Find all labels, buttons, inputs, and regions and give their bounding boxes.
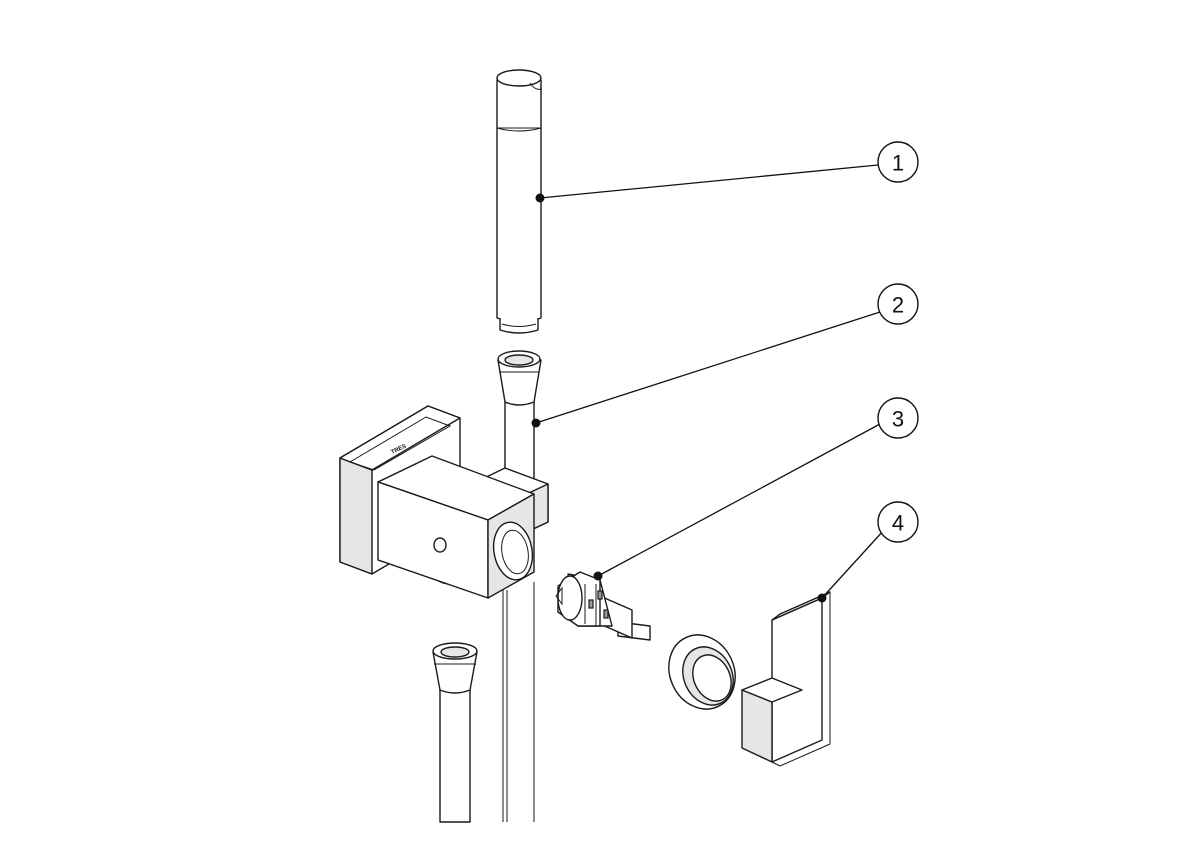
callout-1-label: 1 [892,151,904,176]
leader-dot-3 [593,571,603,581]
wall-bracket: TRES [339,405,549,599]
valve-cartridge [555,571,651,641]
lower-hose [432,642,478,823]
leader-3 [597,423,881,577]
callout-4: 4 [877,501,919,543]
callout-2: 2 [877,283,919,325]
lever-handle [741,591,831,767]
callout-4-label: 4 [892,511,904,536]
callout-2-label: 2 [892,293,904,318]
callout-3-label: 3 [892,407,904,432]
leader-dot-1 [535,193,545,203]
slide-rail [502,582,535,822]
callout-3: 3 [877,397,919,439]
callout-1: 1 [877,141,919,183]
escutcheon-ring [668,634,736,710]
leader-dot-2 [531,418,541,428]
leader-2 [535,311,881,424]
leader-1 [539,164,879,199]
leader-4 [821,529,885,599]
leader-lines [531,164,885,603]
hand-shower [496,69,543,334]
leader-dot-4 [817,593,827,603]
